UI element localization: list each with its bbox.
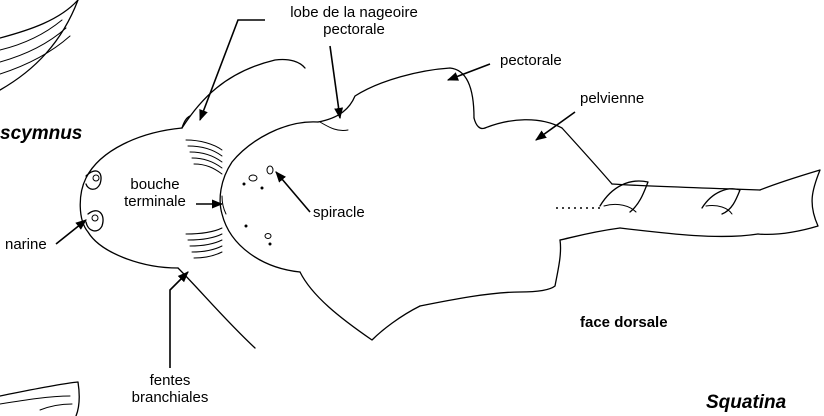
label-species-squatina: Squatina bbox=[706, 392, 787, 413]
leader-lines bbox=[55, 19, 576, 368]
label-fentes-line1: fentes bbox=[149, 372, 191, 389]
label-narine: narine bbox=[5, 236, 47, 253]
partial-fin-top-left bbox=[0, 0, 79, 91]
label-fentes-branchiales: fentes branchiales bbox=[118, 372, 222, 406]
label-face-dorsale: face dorsale bbox=[580, 314, 668, 331]
label-pectorale: pectorale bbox=[500, 52, 562, 69]
label-lobe-line1: lobe de la nageoire bbox=[290, 4, 418, 21]
label-bouche-line1: bouche bbox=[130, 176, 180, 193]
partial-fin-bottom-left bbox=[0, 381, 80, 416]
label-species-scymnus: scymnus bbox=[0, 123, 83, 144]
label-lobe-line2: pectorale bbox=[323, 21, 385, 38]
label-lobe-pectorale: lobe de la nageoire pectorale bbox=[264, 4, 444, 38]
label-pelvienne: pelvienne bbox=[580, 90, 645, 107]
label-bouche-terminale: bouche terminale bbox=[110, 176, 200, 210]
squatina-body bbox=[219, 67, 821, 341]
label-bouche-line2: terminale bbox=[124, 193, 186, 210]
label-spiracle: spiracle bbox=[313, 204, 365, 221]
squatina-head bbox=[79, 58, 306, 349]
label-fentes-line2: branchiales bbox=[131, 389, 209, 406]
